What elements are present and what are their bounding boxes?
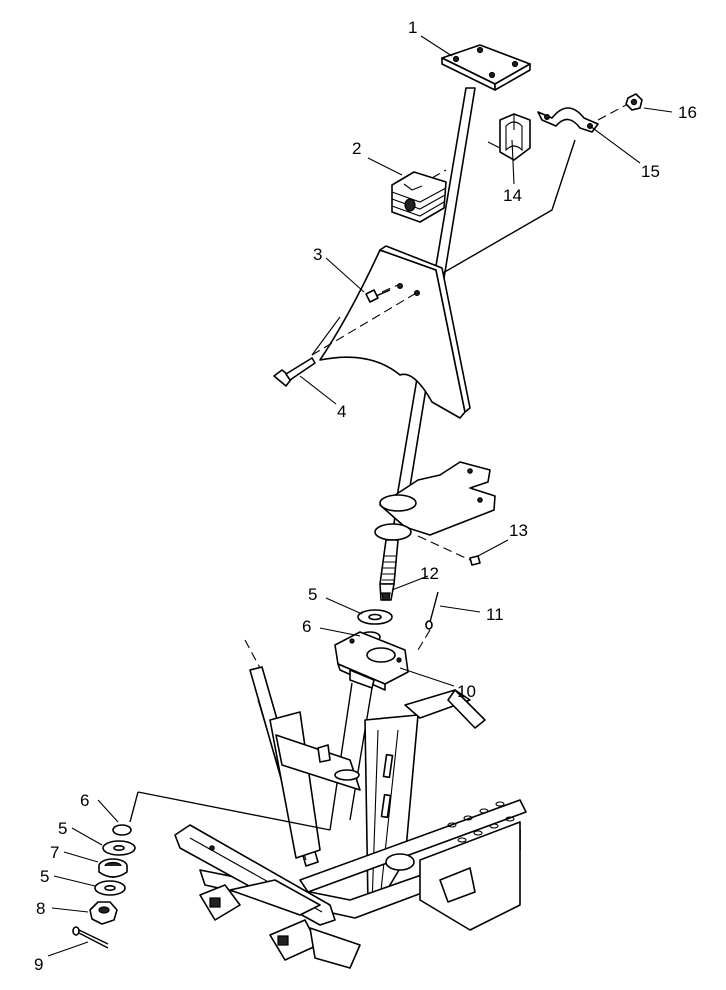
bracket-screw [469, 555, 481, 566]
steering-shroud [319, 245, 471, 419]
handlebar-mount-plate [441, 44, 531, 91]
lower-washer-top [102, 840, 136, 856]
callout-1: 1 [408, 18, 417, 37]
callout-10: 10 [457, 682, 476, 701]
callout-14: 14 [503, 186, 522, 205]
callout-4: 4 [337, 402, 346, 421]
chassis-frame [174, 639, 527, 969]
assembly-leader [129, 791, 331, 831]
callout-9: 9 [34, 955, 43, 974]
callout-2: 2 [352, 139, 361, 158]
lower-cotter-pin [72, 926, 109, 949]
callout-6-lower: 6 [80, 791, 89, 810]
lower-o-ring [112, 824, 132, 836]
callout-labels: 1 2 3 4 16 15 14 13 12 11 5 6 10 6 5 7 5… [34, 18, 697, 974]
callout-7: 7 [50, 843, 59, 862]
callout-6-upper: 6 [302, 617, 311, 636]
shroud-bolt [273, 291, 419, 387]
callout-leaders [47, 35, 673, 957]
post-support-block [329, 631, 409, 831]
castle-nut [89, 901, 118, 925]
bearing [98, 858, 128, 878]
callout-3: 3 [313, 245, 322, 264]
callout-12: 12 [420, 564, 439, 583]
callout-5-upper: 5 [308, 585, 317, 604]
clamp-nut [625, 93, 643, 111]
upper-cotter-pin [417, 591, 439, 651]
callout-5-lower-top: 5 [58, 819, 67, 838]
clamp-insert [487, 113, 531, 161]
callout-8: 8 [36, 899, 45, 918]
callout-13: 13 [509, 521, 528, 540]
lower-washer-bottom [94, 880, 126, 896]
clamp [435, 103, 629, 278]
callout-5-lower-bottom: 5 [40, 867, 49, 886]
callout-15: 15 [641, 162, 660, 181]
post-bracket [374, 461, 496, 561]
rubber-block [391, 169, 447, 223]
shroud-screw [365, 284, 399, 303]
callout-16: 16 [678, 103, 697, 122]
upper-washer [357, 609, 393, 625]
post-spline [379, 539, 399, 601]
callout-11: 11 [486, 605, 504, 624]
